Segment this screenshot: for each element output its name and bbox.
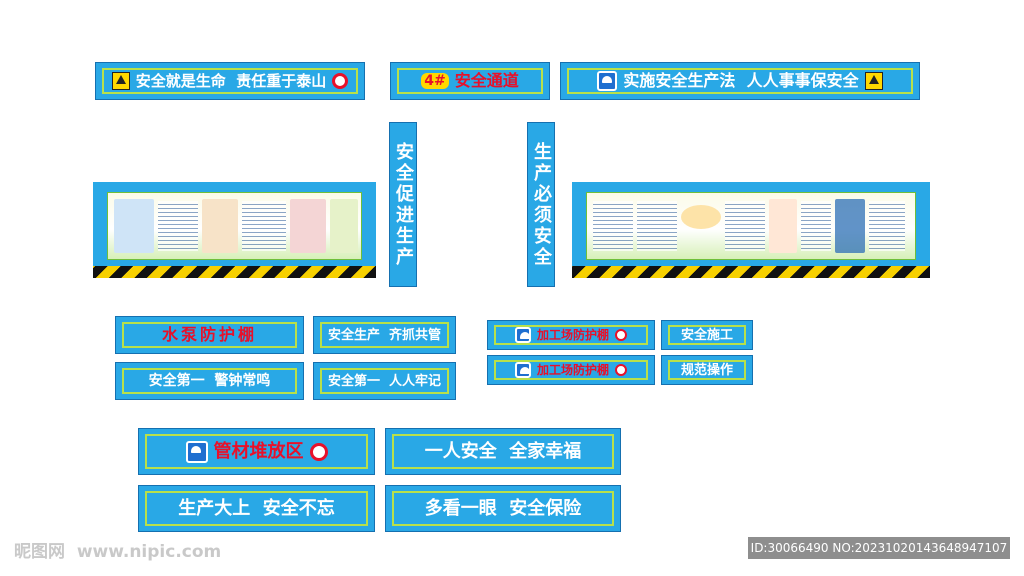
warning-sign-icon bbox=[111, 72, 130, 90]
sign-safety-law: 实施安全生产法 人人事事保安全 bbox=[560, 62, 920, 100]
poster-text-block bbox=[637, 201, 677, 251]
poster-image bbox=[769, 199, 797, 253]
sign-processing-shed-1: 加工场防护棚 bbox=[487, 320, 655, 350]
sign-pipe-storage: 管材堆放区 bbox=[138, 428, 375, 475]
sign-processing-shed-2: 加工场防护棚 bbox=[487, 355, 655, 385]
sign-safety-life: 安全就是生命 责任重于泰山 bbox=[95, 62, 365, 100]
sign-safety-production-text: 安全生产 齐抓共管 bbox=[327, 327, 442, 343]
sign-safety-passage: 4# 安全通道 bbox=[390, 62, 550, 100]
sign-safety-first-remember: 安全第一 人人牢记 bbox=[313, 362, 456, 400]
sign-production-first: 生产大上 安全不忘 bbox=[138, 485, 375, 532]
sign-production-first-text: 生产大上 安全不忘 bbox=[178, 497, 335, 519]
poster-image bbox=[681, 205, 721, 229]
poster-image bbox=[114, 199, 154, 253]
vertical-sign-left: 安全促进生产 bbox=[389, 122, 417, 287]
sign-look-again: 多看一眼 安全保险 bbox=[385, 485, 621, 532]
sign-look-again-text: 多看一眼 安全保险 bbox=[424, 497, 582, 519]
sign-pump-shed: 水泵防护棚 bbox=[115, 316, 304, 354]
poster-image bbox=[290, 199, 326, 253]
warning-sign-icon bbox=[864, 72, 883, 90]
poster-image bbox=[835, 199, 865, 253]
sign-processing-shed-1-text: 加工场防护棚 bbox=[536, 328, 609, 342]
prohibition-sign-icon bbox=[615, 329, 627, 341]
bulletin-board-left bbox=[93, 182, 376, 278]
sign-pump-shed-text: 水泵防护棚 bbox=[161, 325, 257, 344]
image-id-label: ID:30066490 NO:20231020143648947107 bbox=[748, 537, 1010, 559]
poster-text-block bbox=[801, 201, 831, 251]
poster-image bbox=[202, 199, 238, 253]
hazard-stripes bbox=[93, 266, 376, 278]
sign-safe-construction-text: 安全施工 bbox=[680, 327, 733, 343]
bulletin-board-right bbox=[572, 182, 930, 278]
sign-safety-first-alarm: 安全第一 警钟常鸣 bbox=[115, 362, 304, 400]
poster-text-block bbox=[593, 201, 633, 251]
sign-standard-operation-text: 规范操作 bbox=[680, 362, 733, 378]
sign-safety-life-text: 安全就是生命 责任重于泰山 bbox=[135, 71, 327, 90]
passage-number: 4# bbox=[421, 73, 449, 89]
poster-text-block bbox=[725, 201, 765, 251]
sign-safety-passage-text: 安全通道 bbox=[454, 71, 519, 90]
sign-safety-first-alarm-text: 安全第一 警钟常鸣 bbox=[148, 373, 271, 389]
prohibition-sign-icon bbox=[332, 73, 349, 89]
helmet-mandatory-icon bbox=[514, 327, 531, 343]
vertical-sign-right-text: 生产必须安全 bbox=[531, 141, 552, 268]
prohibition-sign-icon bbox=[309, 442, 328, 461]
sign-family-happiness: 一人安全 全家幸福 bbox=[385, 428, 621, 475]
bulletin-board-right-panel bbox=[586, 192, 916, 260]
prohibition-sign-icon bbox=[615, 364, 627, 376]
poster-text-block bbox=[869, 201, 905, 251]
sign-family-happiness-text: 一人安全 全家幸福 bbox=[424, 440, 582, 462]
sign-pipe-storage-text: 管材堆放区 bbox=[213, 440, 304, 462]
poster-image bbox=[330, 199, 358, 253]
sign-safety-production: 安全生产 齐抓共管 bbox=[313, 316, 456, 354]
vertical-sign-left-text: 安全促进生产 bbox=[393, 141, 414, 268]
sign-safety-law-text: 实施安全生产法 人人事事保安全 bbox=[623, 71, 859, 90]
bulletin-board-left-panel bbox=[107, 192, 362, 260]
sign-processing-shed-2-text: 加工场防护棚 bbox=[536, 363, 609, 377]
vertical-sign-right: 生产必须安全 bbox=[527, 122, 555, 287]
sign-safe-construction: 安全施工 bbox=[661, 320, 753, 350]
watermark-logo: 昵图网 www.nipic.com bbox=[14, 542, 222, 562]
sign-safety-first-remember-text: 安全第一 人人牢记 bbox=[327, 373, 442, 389]
sign-standard-operation: 规范操作 bbox=[661, 355, 753, 385]
helmet-mandatory-icon bbox=[185, 440, 208, 463]
poster-text-block bbox=[242, 201, 286, 251]
poster-text-block bbox=[158, 201, 198, 251]
helmet-mandatory-icon bbox=[514, 362, 531, 378]
helmet-mandatory-icon bbox=[597, 71, 618, 91]
hazard-stripes bbox=[572, 266, 930, 278]
